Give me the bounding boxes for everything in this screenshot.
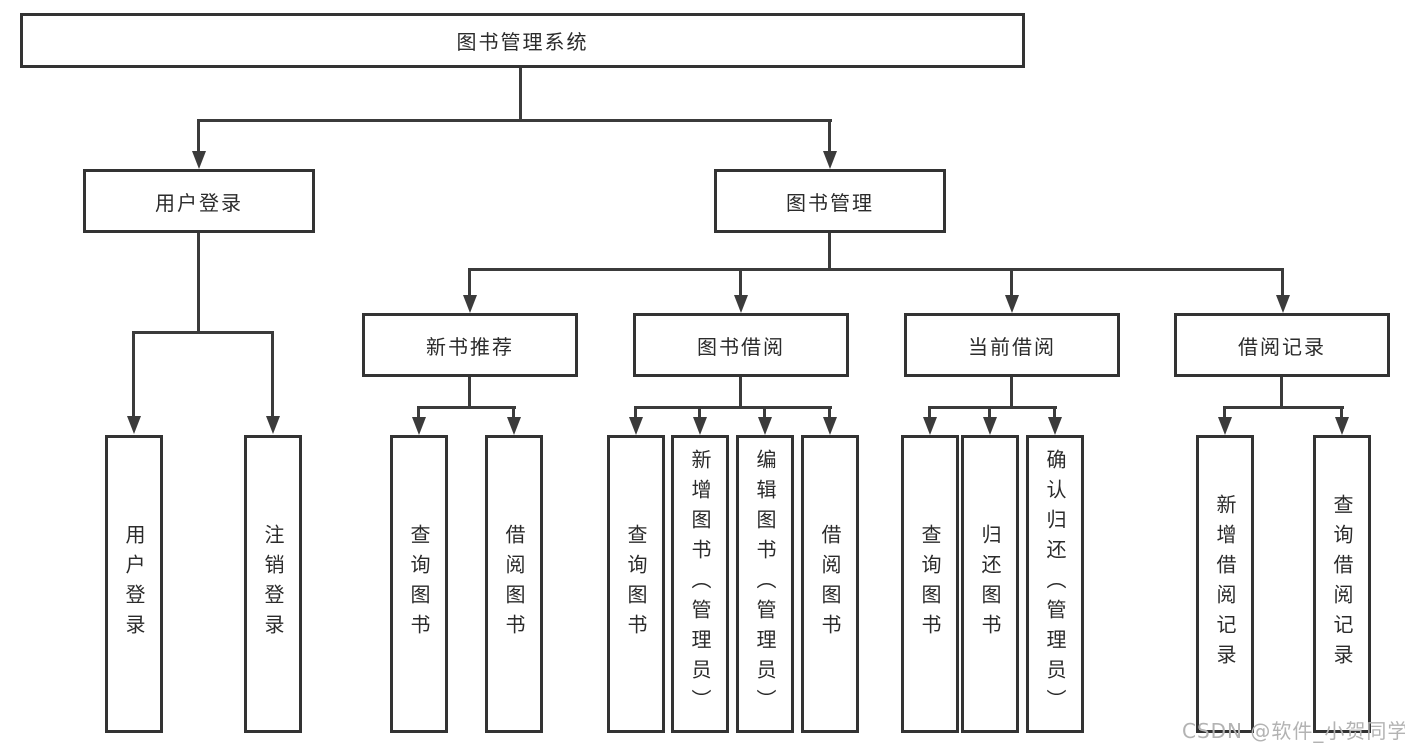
connector-line xyxy=(197,119,200,152)
connector-line xyxy=(512,406,515,418)
node-current-borrow-label: 当前借阅 xyxy=(968,334,1056,359)
leaf-edit-books-admin: 编辑图书（管理员） xyxy=(736,435,794,733)
connector-line xyxy=(828,406,831,418)
node-user-login: 用户登录 xyxy=(83,169,315,233)
node-user-login-label: 用户登录 xyxy=(155,190,243,215)
csdn-watermark: CSDN @软件_小贺同学 xyxy=(1182,719,1405,743)
connector-line xyxy=(634,406,832,409)
arrow-down-icon xyxy=(758,417,772,435)
connector-line xyxy=(417,406,516,409)
connector-line xyxy=(928,406,1057,409)
connector-line xyxy=(132,331,274,334)
connector-line xyxy=(468,377,471,409)
node-new-book-recommend-label: 新书推荐 xyxy=(426,334,514,359)
leaf-user-login-label: 用户登录 xyxy=(122,524,146,644)
arrow-down-icon xyxy=(127,416,141,434)
leaf-confirm-return-admin-label: 确认归还（管理员） xyxy=(1043,449,1067,719)
connector-line xyxy=(271,331,274,417)
connector-line xyxy=(1010,377,1013,409)
arrow-down-icon xyxy=(1276,295,1290,313)
connector-line xyxy=(928,406,931,418)
leaf-borrow-books-recommend-label: 借阅图书 xyxy=(502,524,526,644)
arrow-down-icon xyxy=(629,417,643,435)
node-book-borrow-label: 图书借阅 xyxy=(697,334,785,359)
connector-line xyxy=(828,119,831,152)
node-book-management-label: 图书管理 xyxy=(786,190,874,215)
leaf-borrow-books-recommend: 借阅图书 xyxy=(485,435,543,733)
leaf-query-books-current: 查询图书 xyxy=(901,435,959,733)
leaf-add-books-admin: 新增图书（管理员） xyxy=(671,435,729,733)
leaf-query-books-recommend: 查询图书 xyxy=(390,435,448,733)
arrow-down-icon xyxy=(1335,417,1349,435)
leaf-return-books-label: 归还图书 xyxy=(978,524,1002,644)
arrow-down-icon xyxy=(463,295,477,313)
arrow-down-icon xyxy=(734,295,748,313)
connector-line xyxy=(519,68,522,121)
connector-line xyxy=(132,331,135,417)
leaf-user-login: 用户登录 xyxy=(105,435,163,733)
leaf-query-borrow-record: 查询借阅记录 xyxy=(1313,435,1371,733)
leaf-query-books-borrow-label: 查询图书 xyxy=(624,524,648,644)
leaf-query-books-current-label: 查询图书 xyxy=(918,524,942,644)
arrow-down-icon xyxy=(923,417,937,435)
leaf-edit-books-admin-label: 编辑图书（管理员） xyxy=(753,449,777,719)
arrow-down-icon xyxy=(507,417,521,435)
connector-line xyxy=(1281,268,1284,297)
arrow-down-icon xyxy=(693,417,707,435)
node-borrow-records: 借阅记录 xyxy=(1174,313,1390,377)
node-book-management: 图书管理 xyxy=(714,169,946,233)
connector-line xyxy=(739,268,742,297)
connector-line xyxy=(988,406,991,418)
connector-line xyxy=(1053,406,1056,418)
connector-line xyxy=(468,268,471,297)
connector-line xyxy=(698,406,701,418)
connector-line xyxy=(634,406,637,418)
node-root-label: 图书管理系统 xyxy=(456,30,589,54)
leaf-add-borrow-record-label: 新增借阅记录 xyxy=(1213,494,1237,674)
leaf-borrow-books-label: 借阅图书 xyxy=(818,524,842,644)
arrow-down-icon xyxy=(266,416,280,434)
arrow-down-icon xyxy=(823,151,837,169)
leaf-logout: 注销登录 xyxy=(244,435,302,733)
connector-line xyxy=(1010,268,1013,297)
connector-line xyxy=(197,119,832,122)
connector-line xyxy=(763,406,766,418)
leaf-add-books-admin-label: 新增图书（管理员） xyxy=(688,449,712,719)
arrow-down-icon xyxy=(1218,417,1232,435)
connector-line xyxy=(1340,406,1343,418)
arrow-down-icon xyxy=(1005,295,1019,313)
leaf-add-borrow-record: 新增借阅记录 xyxy=(1196,435,1254,733)
node-borrow-records-label: 借阅记录 xyxy=(1238,334,1326,359)
connector-line xyxy=(197,233,200,334)
arrow-down-icon xyxy=(1048,417,1062,435)
node-new-book-recommend: 新书推荐 xyxy=(362,313,578,377)
leaf-logout-label: 注销登录 xyxy=(261,524,285,644)
connector-line xyxy=(1280,377,1283,409)
leaf-query-borrow-record-label: 查询借阅记录 xyxy=(1330,494,1354,674)
connector-line xyxy=(1223,406,1344,409)
leaf-query-books-recommend-label: 查询图书 xyxy=(407,524,431,644)
connector-line xyxy=(739,377,742,409)
leaf-return-books: 归还图书 xyxy=(961,435,1019,733)
leaf-query-books-borrow: 查询图书 xyxy=(607,435,665,733)
arrow-down-icon xyxy=(412,417,426,435)
leaf-borrow-books: 借阅图书 xyxy=(801,435,859,733)
connector-line xyxy=(468,268,1284,271)
arrow-down-icon xyxy=(192,151,206,169)
connector-line xyxy=(1223,406,1226,418)
connector-line xyxy=(828,233,831,271)
arrow-down-icon xyxy=(823,417,837,435)
connector-line xyxy=(417,406,420,418)
node-current-borrow: 当前借阅 xyxy=(904,313,1120,377)
node-book-borrow: 图书借阅 xyxy=(633,313,849,377)
node-root: 图书管理系统 xyxy=(20,13,1025,68)
arrow-down-icon xyxy=(983,417,997,435)
leaf-confirm-return-admin: 确认归还（管理员） xyxy=(1026,435,1084,733)
